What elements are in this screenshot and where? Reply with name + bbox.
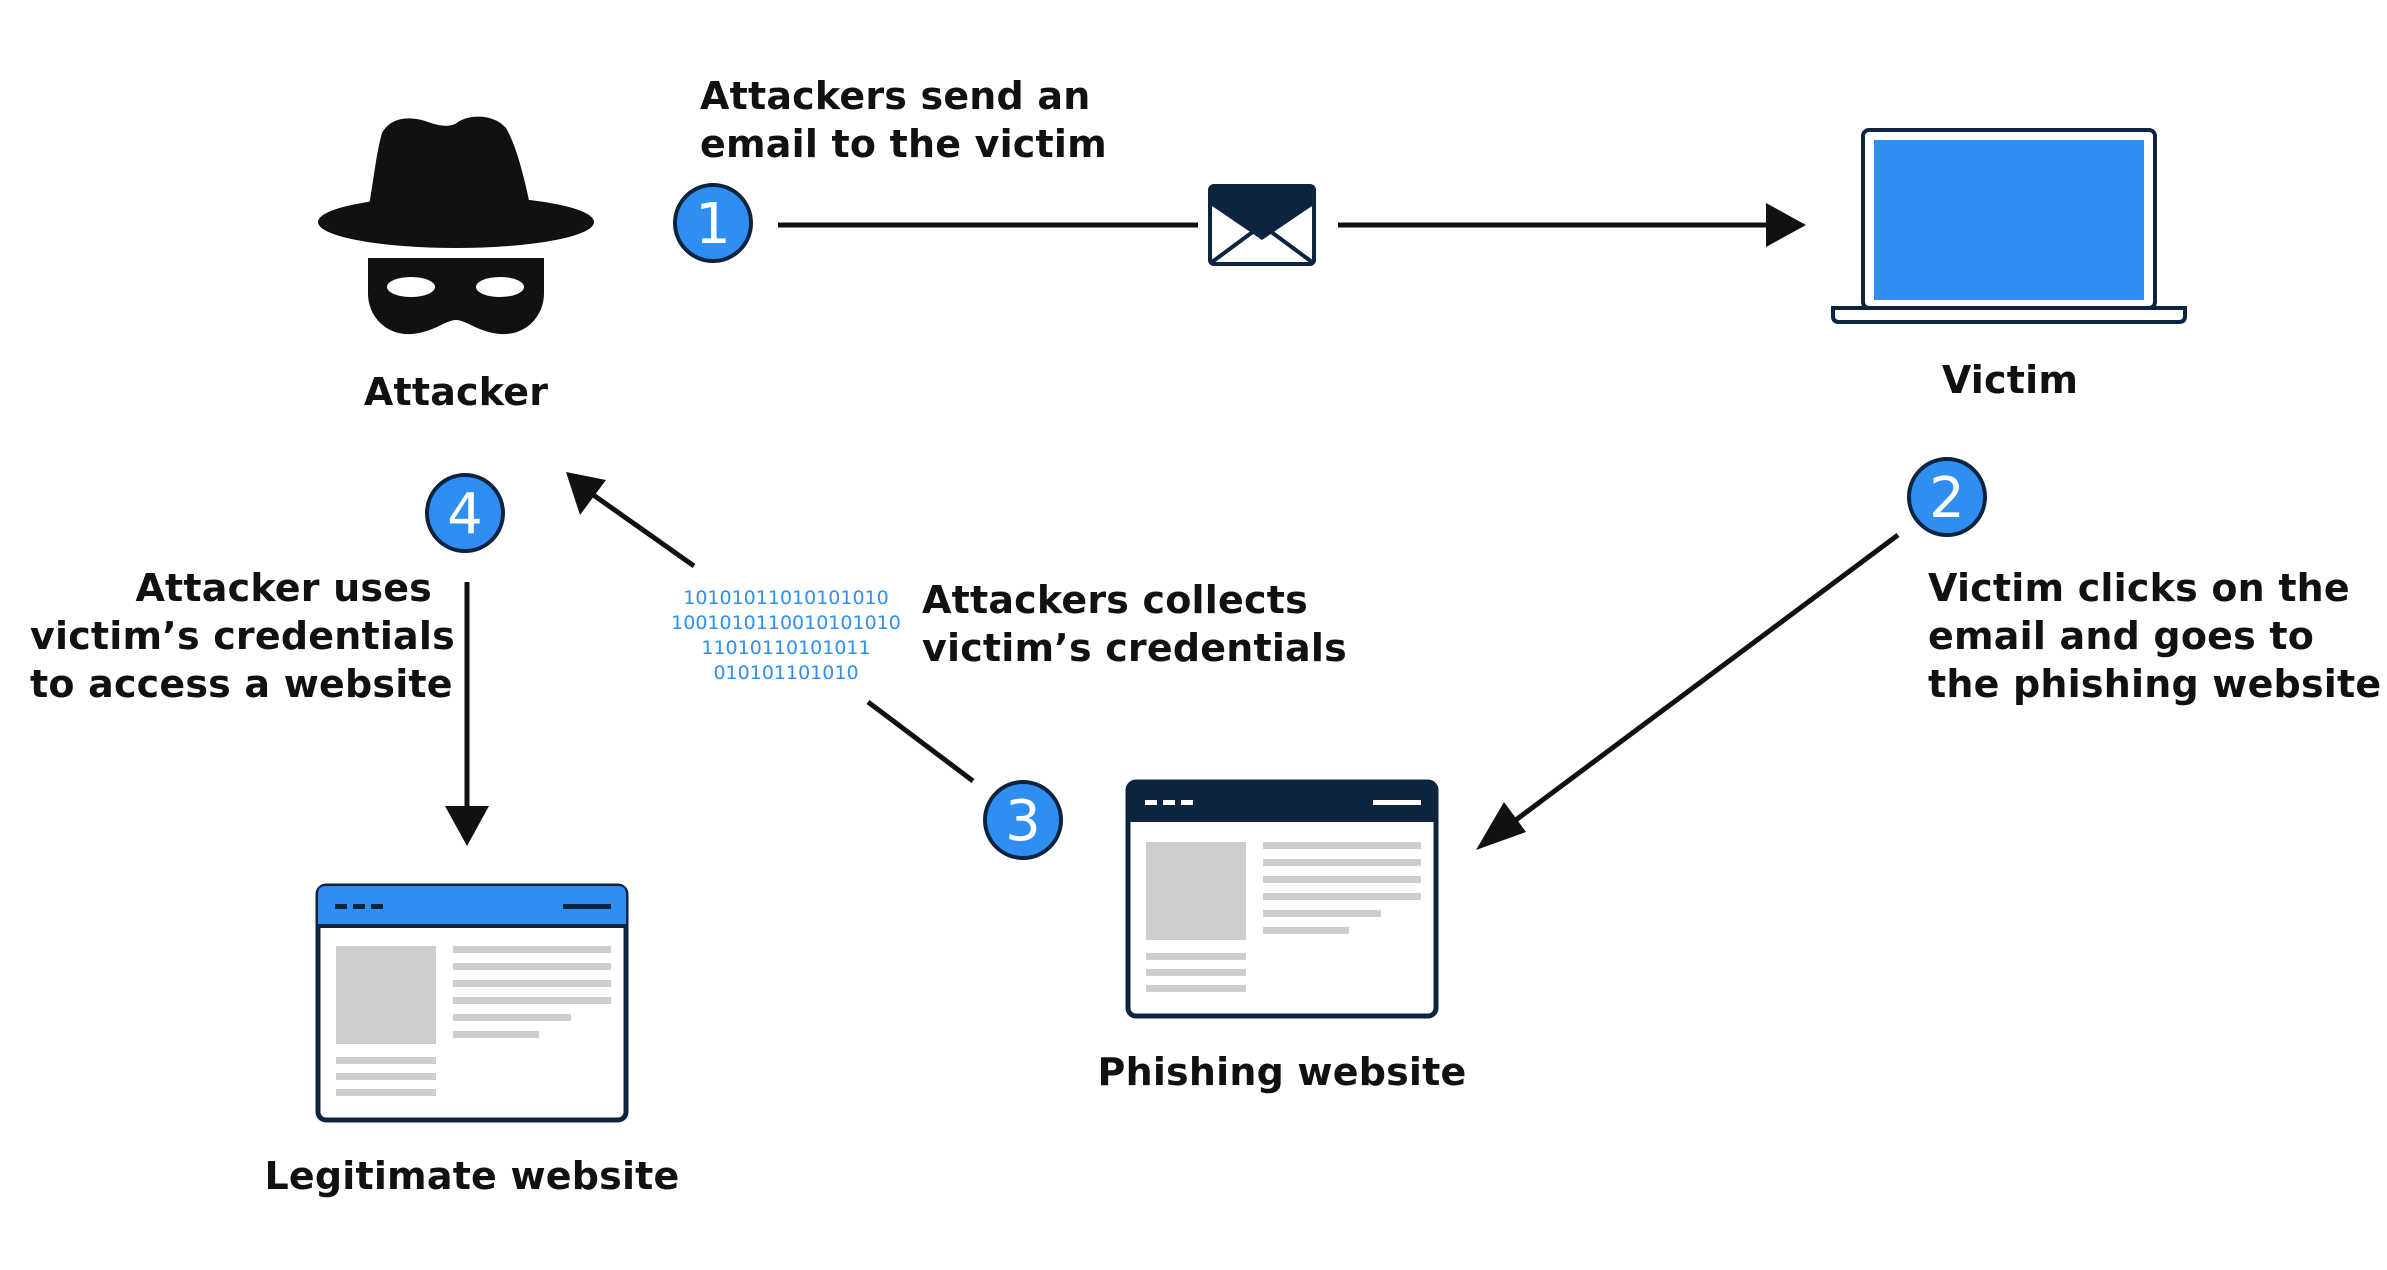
laptop-icon xyxy=(1831,128,2187,324)
binary-credentials-stream: 10101011010101010 1001010110010101010 11… xyxy=(671,587,901,684)
step-3-description: Attackers collects victim’s credentials xyxy=(922,578,1347,670)
browser-window-icon xyxy=(1125,779,1439,1019)
svg-text:3: 3 xyxy=(1005,789,1041,854)
victim-label: Victim xyxy=(1941,358,2079,402)
connector-binary-to-attacker xyxy=(590,491,696,569)
arrowhead xyxy=(445,806,489,846)
phishing-website-label: Phishing website xyxy=(1097,1050,1467,1094)
step-badge-3: 3 xyxy=(983,780,1063,860)
step-2-description: Victim clicks on the email and goes to t… xyxy=(1928,566,2382,706)
connector-victim-to-phishing xyxy=(1503,532,1900,831)
step-badge-1: 1 xyxy=(673,183,753,263)
envelope-icon xyxy=(1208,184,1316,266)
step-1-description: Attackers send an email to the victim xyxy=(700,74,1107,166)
svg-text:2: 2 xyxy=(1929,466,1965,531)
arrowhead xyxy=(1766,203,1806,247)
connector-phishing-to-binary xyxy=(866,700,975,783)
step-4-description: Attacker uses victim’s credentials to ac… xyxy=(30,566,455,706)
step-badge-2: 2 xyxy=(1907,457,1987,537)
attacker-label: Attacker xyxy=(363,370,549,414)
legitimate-website-label: Legitimate website xyxy=(264,1154,680,1198)
svg-text:4: 4 xyxy=(447,482,483,547)
svg-text:1: 1 xyxy=(695,192,731,257)
arrowhead xyxy=(1476,802,1526,850)
arrowhead xyxy=(566,472,606,515)
step-badge-4: 4 xyxy=(425,473,505,553)
spy-hat-mask-icon xyxy=(318,116,594,335)
browser-window-icon xyxy=(315,883,629,1123)
